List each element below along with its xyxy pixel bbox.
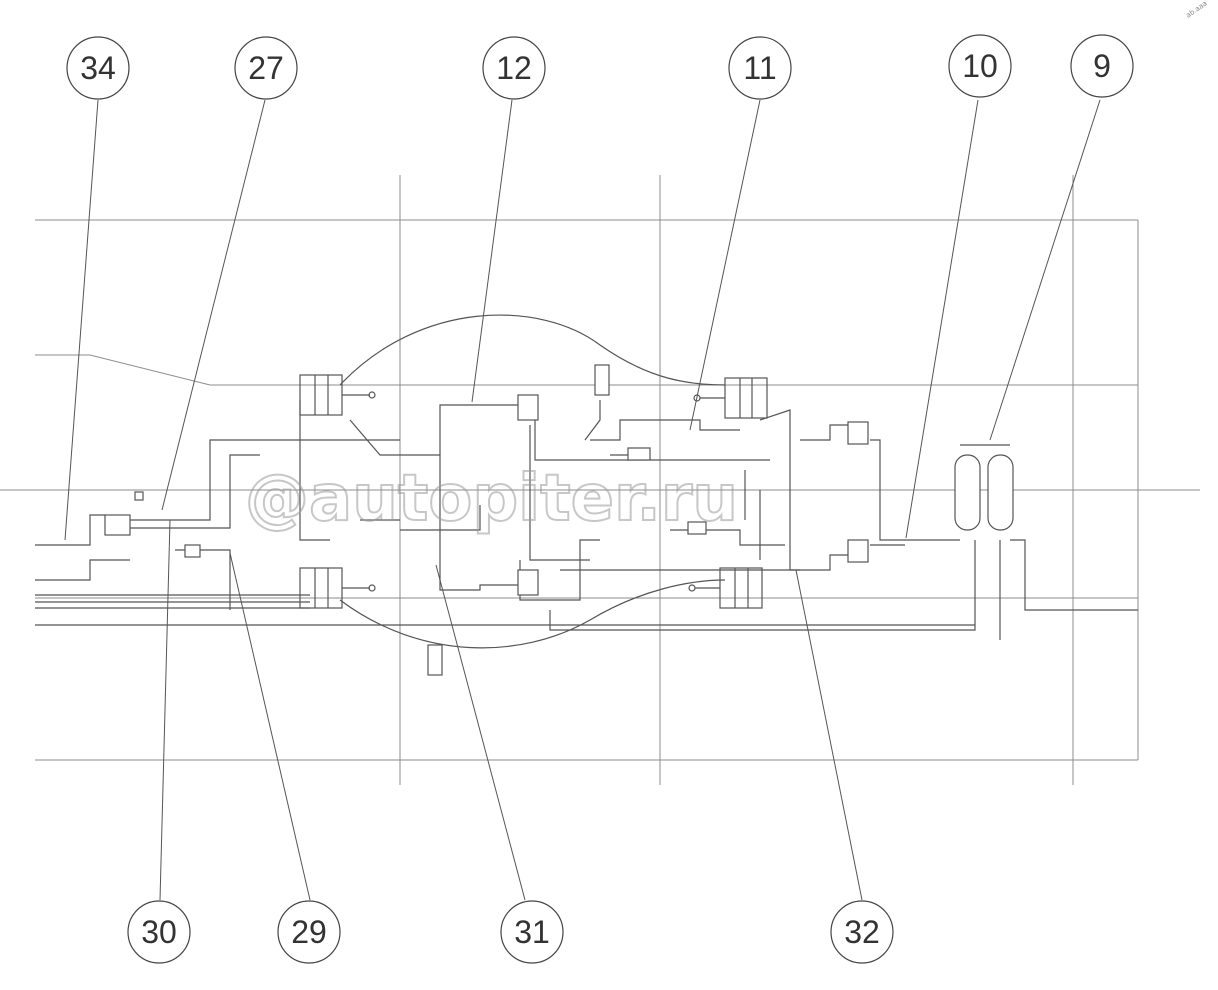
callout-32: 32: [830, 900, 894, 964]
callout-10-label: 10: [962, 48, 998, 84]
callout-9-label: 9: [1093, 48, 1111, 84]
callout-12-label: 12: [496, 50, 532, 86]
valve-mid-right: [687, 521, 707, 535]
callout-10: 10: [948, 34, 1012, 98]
leader-lines: [64, 99, 1101, 901]
callout-30: 30: [127, 900, 191, 964]
brake-chamber-rear-right: [688, 567, 763, 609]
air-lines: [35, 314, 1138, 649]
callout-31-label: 31: [514, 914, 550, 950]
air-receivers: [954, 454, 1014, 531]
callout-31: 31: [500, 900, 564, 964]
relay-valve-rear: [517, 569, 539, 596]
brake-chamber-rear-left: [299, 567, 376, 609]
valve-top-center: [594, 364, 610, 396]
leader-11: [689, 99, 761, 431]
callout-34: 34: [66, 36, 130, 100]
callout-32-label: 32: [844, 914, 880, 950]
frame-lines: [0, 175, 1200, 785]
callout-11-label: 11: [743, 50, 776, 86]
leader-32: [795, 569, 863, 901]
callout-27: 27: [234, 36, 298, 100]
leader-27: [161, 99, 266, 511]
valve-29-body: [184, 544, 201, 558]
valve-10-lower: [847, 539, 869, 563]
callout-12: 12: [482, 36, 546, 100]
relay-valve-front: [517, 394, 539, 421]
valve-components: [104, 364, 869, 676]
callout-11: 11: [728, 36, 792, 100]
leader-12: [471, 99, 513, 403]
leader-9: [989, 99, 1101, 441]
leader-10: [905, 99, 979, 539]
brake-chamber-front-left: [299, 374, 376, 416]
air-tank-left: [954, 454, 981, 531]
callout-29: 29: [277, 900, 341, 964]
callout-30-label: 30: [141, 914, 177, 950]
leader-31: [435, 564, 526, 901]
valve-10-upper: [847, 421, 869, 445]
leader-34: [64, 99, 99, 541]
leader-29: [229, 552, 311, 901]
air-tank-right: [987, 454, 1014, 531]
watermark: @autopiter.ru: [245, 462, 738, 536]
callout-9: 9: [1070, 34, 1134, 98]
valve-30-body: [104, 514, 131, 536]
valve-30-top: [134, 491, 144, 501]
valve-31-lower: [427, 644, 443, 676]
leader-30: [159, 519, 171, 901]
pressure-regulator: [627, 447, 651, 461]
callout-29-label: 29: [291, 914, 327, 950]
callout-34-label: 34: [80, 50, 116, 86]
callout-27-label: 27: [248, 50, 284, 86]
brake-chamber-front-right: [693, 377, 768, 419]
